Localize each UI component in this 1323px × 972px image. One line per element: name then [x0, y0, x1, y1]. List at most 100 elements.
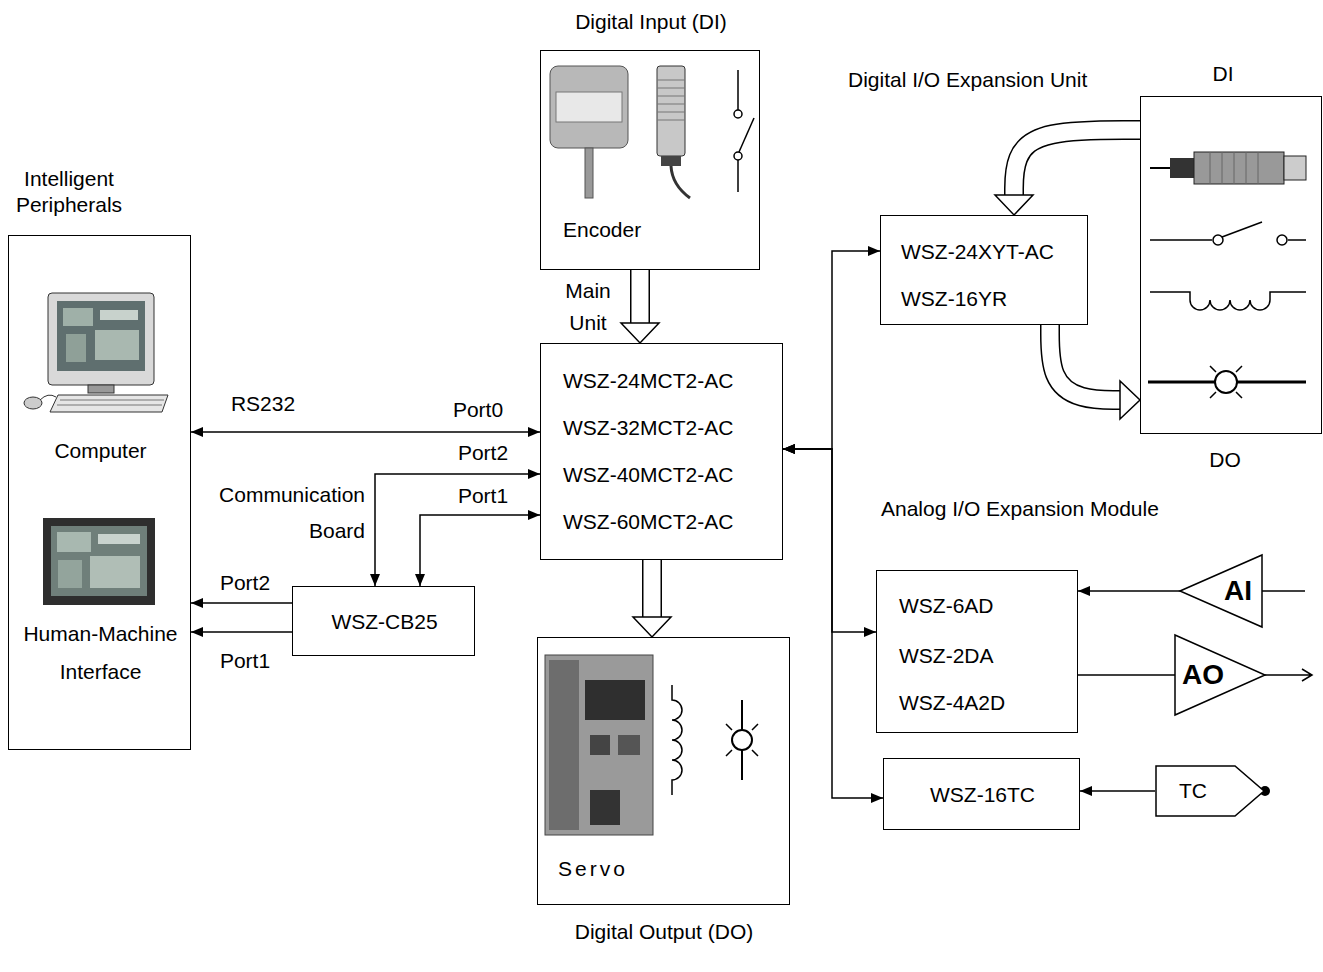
port-label: RS232 [229, 392, 297, 416]
port-label: Port2 [218, 571, 272, 595]
computer-icon [88, 385, 114, 393]
field-switch-symbol [1222, 222, 1262, 237]
field-sensor-icon [1284, 156, 1306, 180]
group-heading: Main Unit [553, 275, 623, 339]
output-device-box: Digital Output (DO)Servo [537, 637, 790, 905]
field-switch-symbol [1150, 222, 1306, 245]
computer-icon [63, 308, 93, 326]
proximity-sensor-icon [661, 156, 681, 166]
proximity-sensor-icon [657, 80, 685, 120]
arrow-fill [632, 270, 649, 323]
field-switch-symbol [1277, 235, 1287, 245]
computer-icon [40, 395, 56, 400]
shape-outline [1156, 766, 1264, 816]
signal-wire [1078, 591, 1180, 592]
switch-symbol [734, 110, 742, 118]
digital-expansion-box: Digital I/O Expansion UnitWSZ-24XYT-ACWS… [880, 215, 1088, 325]
hmi-icon [43, 518, 155, 605]
proximity-sensor-icon [657, 66, 690, 198]
connector-line [191, 431, 540, 433]
servo-drive-icon [590, 790, 620, 825]
connector-line [783, 251, 880, 449]
arrow-outline [1014, 130, 1140, 195]
analog-expansion-box: Analog I/O Expansion ModuleWSZ-6ADWSZ-2D… [876, 570, 1078, 733]
shape-outline [1155, 765, 1265, 817]
computer-icon [48, 293, 154, 385]
arrow-outline [642, 560, 662, 617]
signal-name: AI [1216, 572, 1260, 610]
port-label: Port2 [456, 441, 510, 465]
computer-icon [24, 293, 168, 412]
model-number: WSZ-16TC [884, 782, 1081, 808]
arrow-head [1120, 381, 1140, 419]
arrow-head [995, 195, 1033, 215]
group-heading: Digital Input (DI) [531, 9, 771, 35]
arrow-fill [1050, 325, 1120, 400]
model-number: WSZ-6AD [899, 593, 994, 619]
group-heading: Digital I/O Expansion Unit [848, 67, 1087, 93]
serial-link [191, 603, 292, 604]
hmi-icon [43, 518, 155, 605]
signal-flow-arrow [995, 130, 1140, 215]
field-sensor-icon [1150, 167, 1170, 169]
computer-icon [24, 397, 42, 409]
arrow-head [633, 617, 671, 637]
model-number: WSZ-40MCT2-AC [563, 462, 733, 488]
hmi-icon [90, 556, 140, 588]
switch-symbol [734, 152, 742, 160]
device-label: Servo [558, 856, 628, 882]
arrow-fill [1014, 130, 1140, 195]
thermocouple-module-box: WSZ-16TC [883, 758, 1080, 830]
signal-name: DO [1195, 447, 1255, 473]
servo-drive-icon [545, 655, 653, 835]
signal-wire [1078, 675, 1175, 676]
expansion-bus [783, 449, 883, 798]
field-sensor-icon [1150, 152, 1306, 184]
lamp-symbol [726, 700, 758, 780]
encoder-icon [550, 66, 628, 198]
group-heading: Intelligent Peripherals [7, 166, 131, 218]
port-label: Port0 [451, 398, 505, 422]
port-label: Port1 [218, 649, 272, 673]
input-device-box: Digital Input (DI)Encoder [540, 50, 760, 270]
port-label: Port1 [456, 484, 510, 508]
signal-wire [1262, 590, 1305, 592]
field-io-box: DIDO [1140, 96, 1322, 434]
field-coil-symbol [1150, 292, 1306, 310]
arrow-head [621, 323, 659, 343]
hmi-icon [57, 532, 91, 552]
signal-name: AO [1181, 656, 1225, 694]
signal-flow-arrow [633, 560, 671, 637]
field-lamp-symbol [1148, 366, 1306, 398]
shape-outline [1180, 555, 1262, 627]
hmi-icon [58, 560, 82, 588]
signal-flow-arrow [621, 270, 659, 343]
connector-line [1080, 790, 1155, 792]
switch-symbol [734, 70, 754, 192]
proximity-sensor-icon [657, 66, 685, 156]
signal-flow-arrow [1050, 325, 1140, 419]
group-heading: Digital Output (DO) [534, 919, 794, 945]
group-heading: Analog I/O Expansion Module [881, 496, 1159, 522]
serial-link [191, 632, 292, 633]
communication-board-box: Communication BoardWSZ-CB25 [292, 586, 475, 656]
device-label: Computer [9, 438, 192, 464]
shape-outline [1175, 635, 1265, 715]
model-number: WSZ-4A2D [899, 690, 1005, 716]
switch-symbol [739, 118, 754, 152]
signal-name: TC [1163, 778, 1223, 804]
servo-drive-icon [549, 660, 579, 830]
servo-drive-icon [585, 680, 645, 720]
hmi-icon [51, 526, 147, 596]
arrow-fill [644, 560, 661, 617]
connector-line [1078, 590, 1180, 592]
arrow-outline [1050, 325, 1120, 400]
field-lamp-symbol [1210, 366, 1242, 398]
device-label: Encoder [563, 217, 641, 243]
field-sensor-icon [1194, 152, 1284, 184]
peripherals-panel: Intelligent PeripheralsComputerHuman-Mac… [8, 235, 191, 750]
encoder-icon [556, 92, 622, 122]
connector-line [191, 631, 292, 633]
relay-coil-symbol [672, 685, 682, 795]
